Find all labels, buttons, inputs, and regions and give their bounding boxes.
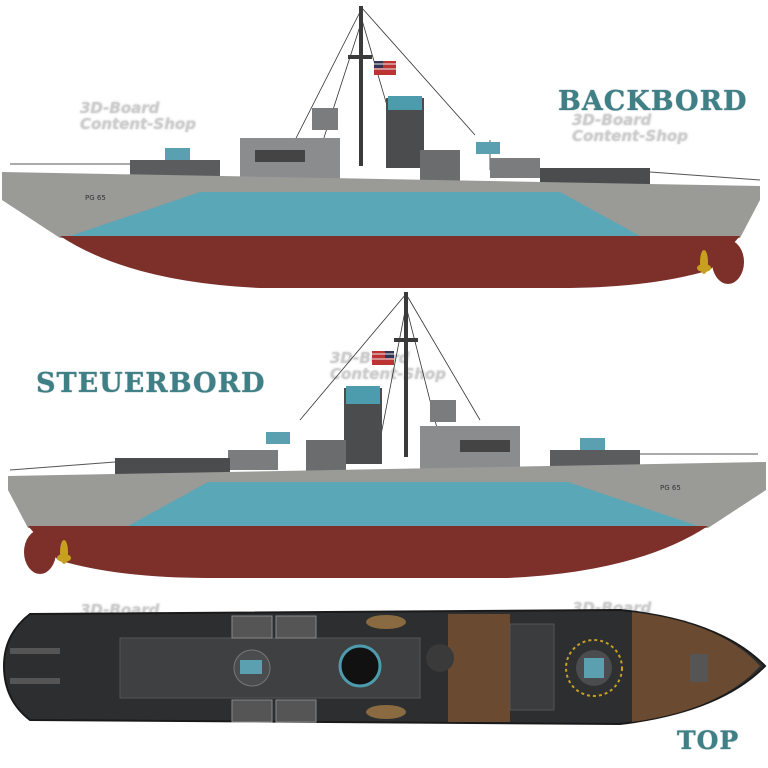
port-side-ship-view: PG 65 [2, 6, 761, 288]
hull-number: PG 65 [660, 484, 681, 492]
port-view-label: BACKBORD [558, 86, 748, 117]
flag-icon [374, 61, 396, 75]
hull-number: PG 65 [85, 194, 106, 202]
starboard-side-ship-view: PG 65 [8, 292, 766, 578]
starboard-view-label: STEUERBORD [36, 368, 266, 399]
flag-icon [372, 351, 394, 365]
propeller-icon [697, 250, 711, 274]
top-view-label: TOP [677, 726, 740, 755]
top-ship-view [2, 608, 767, 726]
propeller-icon [57, 540, 71, 564]
